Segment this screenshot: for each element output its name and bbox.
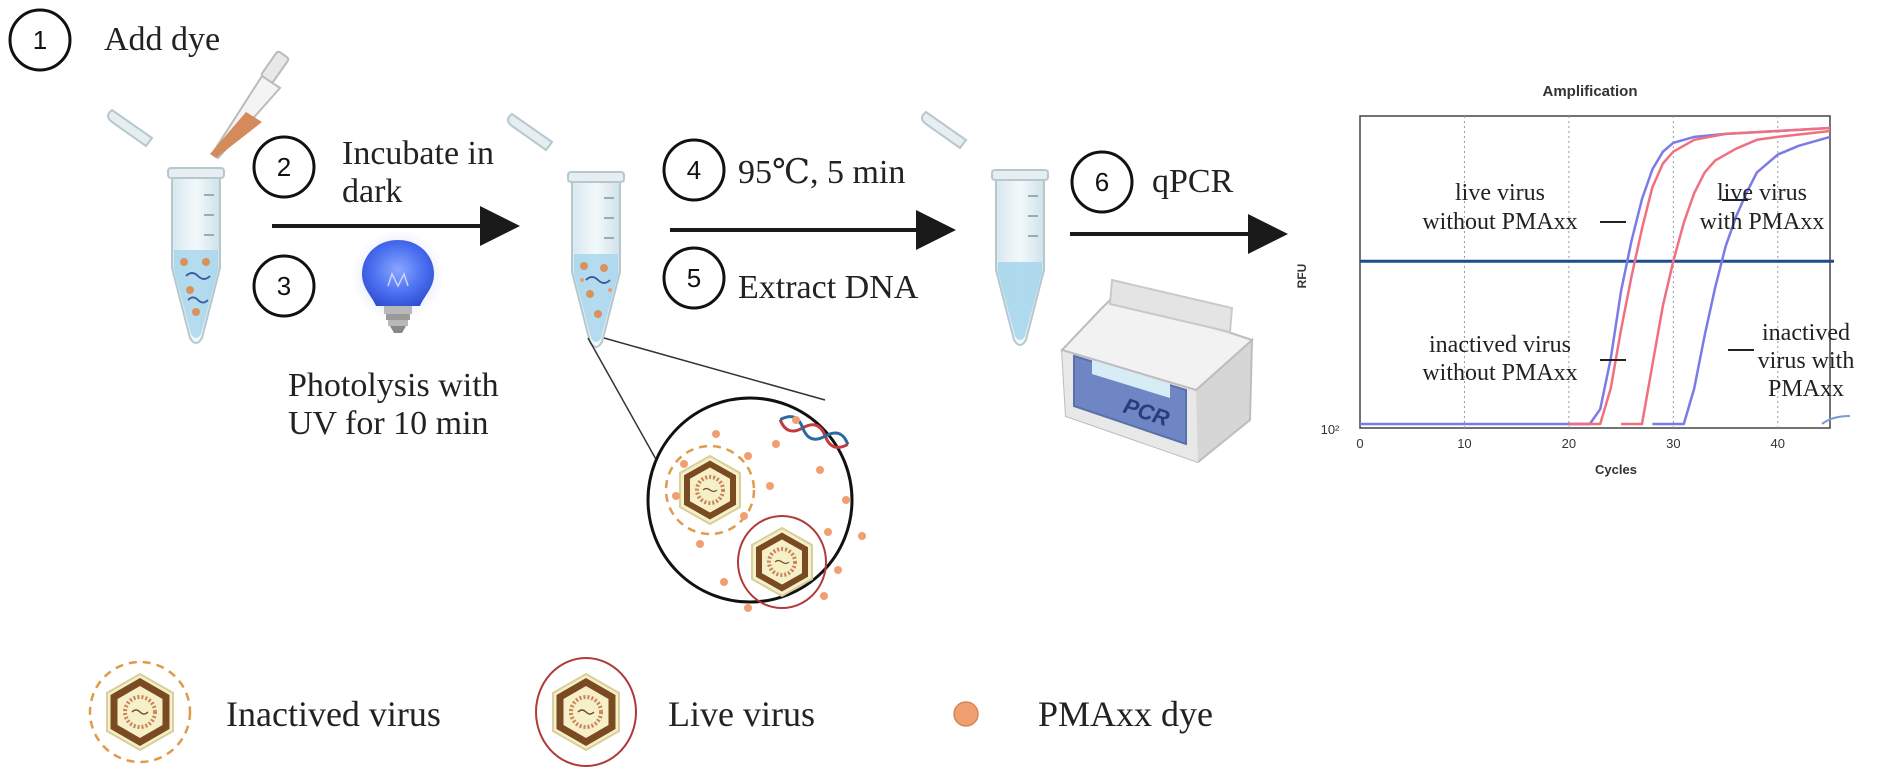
step-1-circle [8,8,72,72]
legend-dye-label: PMAxx dye [1038,694,1213,734]
dye-dots [672,416,866,612]
plot-area [1359,115,1831,429]
pcr-machine-icon: PCR [1060,278,1254,464]
x-tick-labels: 0 10 20 30 40 [1356,436,1785,451]
legend: Inactived virus Live virus PMAxx dye [88,657,1213,767]
svg-text:PMAxx: PMAxx [1768,376,1844,402]
step-6: 6 qPCR [1070,150,1234,214]
step-3-label-line2: UV for 10 min [288,405,489,442]
x-tick-label: 40 [1771,436,1785,451]
step-5-number: 5 [687,263,701,293]
chart-title: Amplification [1542,83,1637,100]
legend-inactive-label: Inactived virus [226,694,441,734]
tube-2-icon [507,112,625,348]
step-5: 5 Extract DNA [662,246,919,310]
legend-pmaxx-dye: PMAxx dye [953,694,1213,734]
tube-1-icon [107,108,225,344]
svg-text:virus with: virus with [1758,348,1855,374]
y-tick-label: 10² [1321,422,1340,437]
grid-lines [1463,116,1779,428]
series-line-3 [1621,129,1831,426]
step-4-number: 4 [687,155,701,185]
live-virus-icon [737,515,827,609]
tube-3-icon [921,110,1049,346]
svg-text:with PMAxx: with PMAxx [1700,209,1825,235]
series-line-4 [1652,135,1831,426]
step-2-circle [252,135,316,199]
step-2: 2 Incubate in dark [252,135,494,210]
step-6-label: qPCR [1152,163,1234,200]
svg-text:inactived: inactived [1762,320,1850,346]
step-3-number: 3 [277,271,291,301]
svg-text:inactived virus: inactived virus [1429,332,1571,358]
series-lines [1360,126,1831,426]
pipette-icon [210,50,290,160]
step-4: 4 95℃, 5 min [662,138,905,202]
magnified-view [646,396,866,612]
dye-dot-icon [953,701,979,727]
x-tick-label: 0 [1356,436,1363,451]
step-6-number: 6 [1095,167,1109,197]
x-tick-label: 10 [1457,436,1471,451]
annotation-inactive-with: inactived virus with PMAxx [1728,320,1854,402]
svg-text:without PMAxx: without PMAxx [1422,360,1577,386]
annotation-live-without: live virus without PMAxx [1422,180,1626,235]
annotation-live-with: live virus with PMAxx [1700,180,1825,235]
step-3-label-line1: Photolysis with [288,367,499,404]
svg-text:without PMAxx: without PMAxx [1422,209,1577,235]
legend-inactive-virus: Inactived virus [88,660,441,764]
step-1-label: Add dye [104,21,220,58]
step-4-circle [662,138,726,202]
svg-text:live virus: live virus [1455,180,1545,206]
step-3-circle [252,254,316,318]
step-5-label: Extract DNA [738,269,919,306]
legend-live-virus: Live virus [535,657,815,767]
svg-text:live virus: live virus [1717,180,1807,206]
annotation-inactive-without: inactived virus without PMAxx [1422,332,1626,386]
step-1: 1 Add dye [8,8,220,72]
y-axis-label: RFU [1295,264,1309,289]
step-2-label-line1: Incubate in [342,135,494,172]
uv-bulb-icon [352,230,444,333]
inactive-virus-icon [664,444,756,536]
zoom-line-right [603,337,826,401]
step-3: 3 Photolysis with UV for 10 min [252,254,499,442]
step-6-circle [1070,150,1134,214]
amplification-chart: Amplification 0 10 20 30 40 10² Cycles RFU l… [1295,83,1854,477]
x-axis-label: Cycles [1595,462,1637,477]
step-1-number: 1 [33,25,47,55]
x-tick-label: 30 [1666,436,1680,451]
series-line-2 [1568,126,1831,426]
x-tick-label: 20 [1562,436,1576,451]
step-2-number: 2 [277,152,291,182]
step-4-label: 95℃, 5 min [738,154,905,191]
baseline-tail [1821,415,1851,425]
step-2-label-line2: dark [342,173,402,210]
legend-live-label: Live virus [668,694,815,734]
step-5-circle [662,246,726,310]
